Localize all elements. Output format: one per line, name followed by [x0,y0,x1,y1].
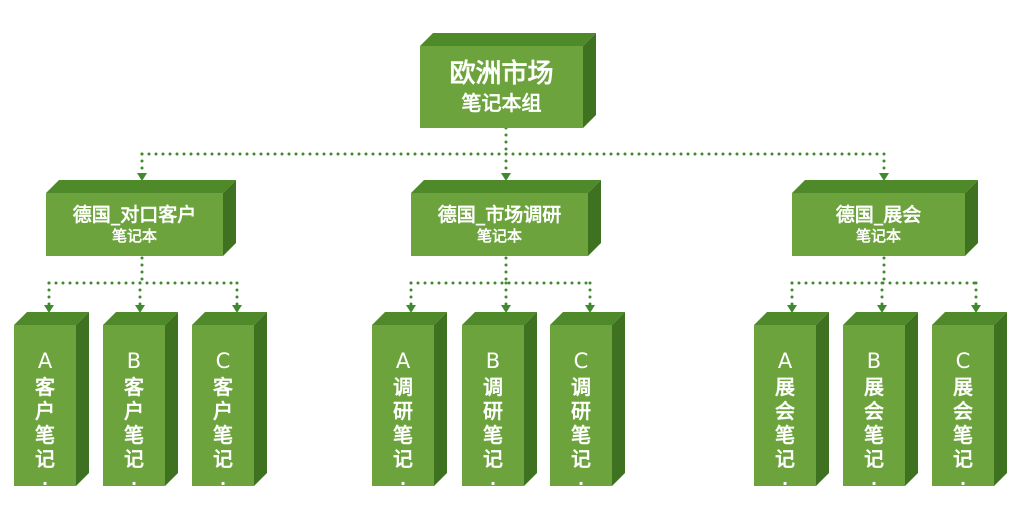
leaf-letter: C [573,349,589,373]
leaf-text-char: 笔 [483,423,503,447]
leaf-text-char: 研 [393,399,413,423]
leaf-text-char: 笔 [393,423,413,447]
leaf-letter: B [866,349,882,373]
leaf-text-char: 记 [953,447,973,471]
leaf-text-char: 记 [393,447,413,471]
arrowhead-icon [232,305,242,313]
group-title: 德国_对口客户 [72,204,197,227]
leaf-text-char: 记 [775,447,795,471]
leaf-text-char: 笔 [124,423,144,447]
leaf-text-char: 展 [775,375,795,399]
arrowhead-icon [44,305,54,313]
leaf-dot: . [781,470,789,489]
arrowhead-icon [585,305,595,313]
leaf-text-char: 记 [571,447,591,471]
leaf-text-char: 会 [864,399,884,423]
leaf-text-char: 户 [124,399,144,423]
leaf-dot: . [489,470,497,489]
leaf-text-char: 笔 [864,423,884,447]
leaf-text-char: 调 [571,375,591,399]
leaf-text-char: 笔 [35,423,55,447]
leaf-text-char: 客 [124,375,144,399]
leaf-text-char: 笔 [953,423,973,447]
leaf-text-char: 调 [483,375,503,399]
arrowhead-icon [879,173,889,181]
leaf-letter: C [215,349,231,373]
root-subtitle: 笔记本组 [461,90,542,115]
leaf-dot: . [870,470,878,489]
leaf-dot: . [959,470,967,489]
leaf-text-char: 记 [124,447,144,471]
leaf-letter: C [955,349,971,373]
leaf-dot: . [577,470,585,489]
leaf-dot: . [399,470,407,489]
leaf-letter: B [485,349,501,373]
leaf-text-char: 调 [393,375,413,399]
leaf-text-char: 记 [213,447,233,471]
leaf-text-char: 记 [35,447,55,471]
leaf-text-char: 客 [35,375,55,399]
arrowhead-icon [787,305,797,313]
leaf-letter: A [37,349,53,373]
arrowhead-icon [501,173,511,181]
leaf-text-char: 会 [775,399,795,423]
leaf-text-char: 户 [35,399,55,423]
leaf-text-char: 笔 [571,423,591,447]
leaf-text-char: 记 [864,447,884,471]
group-title: 德国_展会 [835,204,922,227]
group-subtitle: 笔记本 [111,226,157,245]
leaf-text-char: 笔 [213,423,233,447]
leaf-text-char: 户 [213,399,233,423]
leaf-text-char: 笔 [775,423,795,447]
leaf-text-char: 展 [864,375,884,399]
arrowhead-icon [406,305,416,313]
leaf-letter: A [777,349,793,373]
root-title: 欧洲市场 [449,59,554,90]
leaf-text-char: 展 [953,375,973,399]
group-title: 德国_市场调研 [437,204,562,227]
arrowhead-icon [137,173,147,181]
leaf-dot: . [41,470,49,489]
leaf-text-char: 研 [571,399,591,423]
leaf-letter: B [126,349,142,373]
leaf-text-char: 研 [483,399,503,423]
leaf-letter: A [395,349,411,373]
leaf-dot: . [130,470,138,489]
arrowhead-icon [971,305,981,313]
group-subtitle: 笔记本 [476,226,522,245]
arrowhead-icon [135,305,145,313]
group-subtitle: 笔记本 [855,226,901,245]
leaf-text-char: 记 [483,447,503,471]
leaf-text-char: 会 [953,399,973,423]
arrowhead-icon [877,305,887,313]
leaf-text-char: 客 [213,375,233,399]
leaf-dot: . [219,470,227,489]
arrowhead-icon [501,305,511,313]
